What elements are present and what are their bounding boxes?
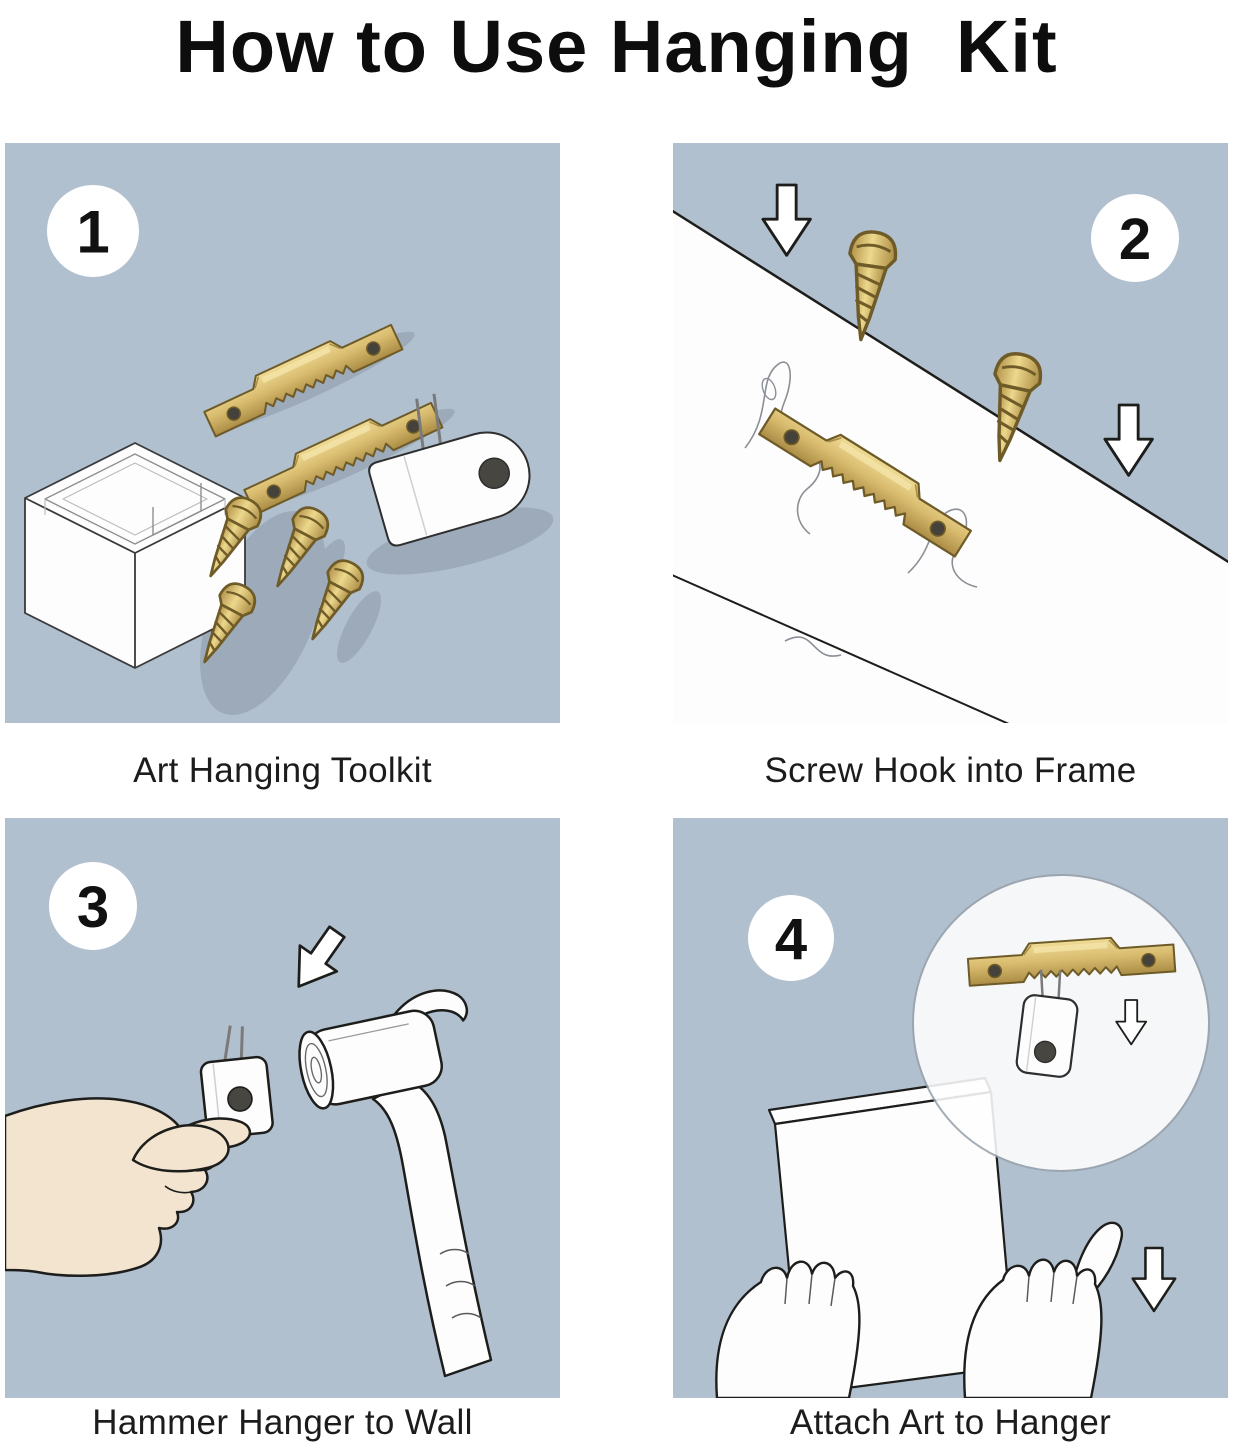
thumb xyxy=(131,1124,230,1173)
step-2: 2 Screw Hook into Frame xyxy=(673,143,1228,818)
hand-icon xyxy=(5,1097,252,1277)
step-3-caption: Hammer Hanger to Wall xyxy=(92,1403,473,1442)
step-4-illustration: 4 xyxy=(715,874,1210,1398)
step-number: 1 xyxy=(76,199,109,266)
step-number-badge: 4 xyxy=(748,895,834,981)
down-left-arrow-icon xyxy=(278,917,357,1001)
step-4: 4 Attach Art to Hanger xyxy=(673,818,1228,1448)
step-1-caption: Art Hanging Toolkit xyxy=(133,750,432,790)
sawtooth-hanger-icon xyxy=(198,313,404,438)
magnifier-detail xyxy=(912,874,1210,1172)
step-number-badge: 3 xyxy=(49,862,137,950)
down-arrow-icon xyxy=(761,183,812,257)
step-2-caption: Screw Hook into Frame xyxy=(764,750,1137,790)
step-3-illustration: 3 xyxy=(5,862,493,1378)
left-hand-icon xyxy=(715,1260,861,1398)
down-arrow-icon xyxy=(1131,1246,1177,1313)
wall-hook-icon xyxy=(1015,969,1079,1078)
step-4-caption: Attach Art to Hanger xyxy=(789,1403,1112,1442)
down-arrow-icon xyxy=(1103,403,1154,477)
step-1: 1 Art Hanging Toolkit xyxy=(5,143,560,818)
step-2-panel: 2 xyxy=(673,143,1228,723)
step-2-illustration: 2 xyxy=(673,183,1228,723)
step-number-badge: 1 xyxy=(47,185,139,277)
picture-frame-board-icon xyxy=(673,209,1228,723)
step-4-panel: 4 xyxy=(673,818,1228,1398)
step-number: 2 xyxy=(1119,207,1151,272)
page-title: How to Use Hanging Kit xyxy=(175,5,1058,88)
step-number: 4 xyxy=(775,907,807,972)
step-1-panel: 1 xyxy=(5,143,560,723)
step-number: 3 xyxy=(77,875,109,940)
step-number-badge: 2 xyxy=(1091,194,1179,282)
step-1-illustration: 1 xyxy=(24,185,554,716)
storage-box-icon xyxy=(24,442,246,669)
hammer-icon xyxy=(298,989,493,1378)
step-3-panel: 3 xyxy=(5,818,560,1398)
step-3: 3 Hammer Hanger to Wall xyxy=(5,818,560,1448)
wall-hook-icon xyxy=(368,393,531,547)
right-hand-icon xyxy=(963,1221,1124,1398)
steps-grid: 1 Art Hanging Toolkit xyxy=(0,143,1233,1448)
